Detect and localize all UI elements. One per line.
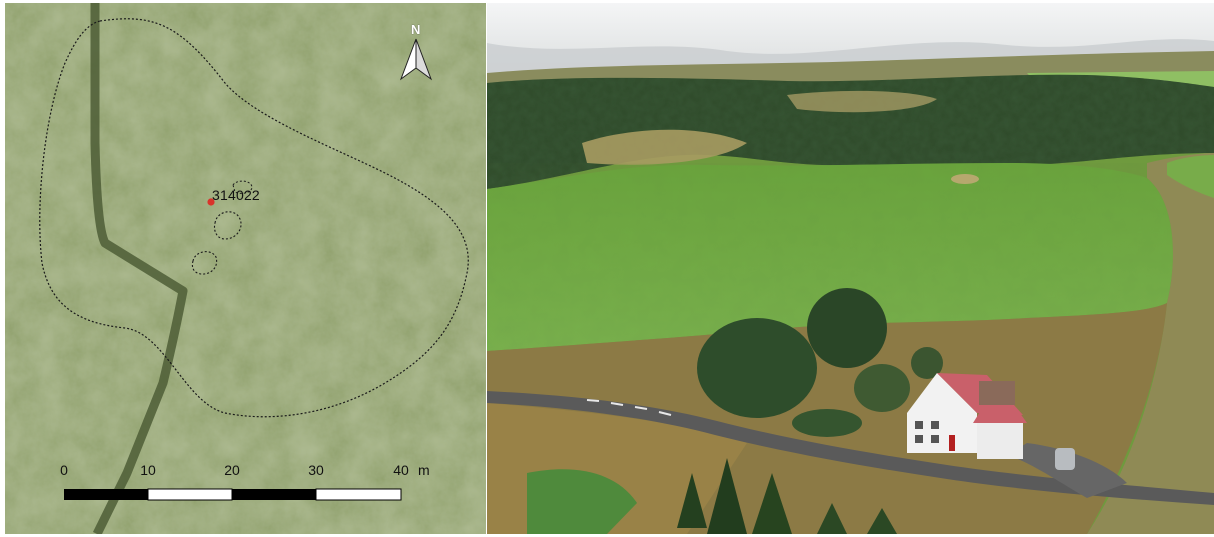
- driveway: [1007, 443, 1127, 498]
- feature-outline-2: [191, 251, 218, 275]
- hay-mound: [951, 174, 979, 184]
- forest-clearing-2: [787, 90, 937, 113]
- parked-car: [1055, 448, 1075, 470]
- tree-cluster: [697, 288, 943, 437]
- north-label: N: [411, 22, 421, 37]
- scale-unit: m: [418, 462, 430, 478]
- feature-outline-1: [213, 211, 242, 240]
- site-map-graphic: [5, 3, 486, 534]
- aerial-photo-panel: [487, 3, 1214, 534]
- scale-tick-20: 20: [224, 462, 240, 478]
- scale-tick-40: 40: [393, 462, 409, 478]
- drainage-ditch: [90, 3, 188, 534]
- green-patch: [527, 469, 637, 534]
- aerial-photo-graphic: [487, 3, 1214, 534]
- forest-clearing-1: [582, 129, 747, 165]
- site-marker: [207, 198, 215, 206]
- scale-bar: [64, 488, 402, 501]
- north-arrow-icon: [399, 38, 433, 81]
- scale-tick-10: 10: [140, 462, 156, 478]
- scale-tick-0: 0: [60, 462, 68, 478]
- site-boundary: [39, 18, 469, 418]
- site-map-panel: 314022 N 0 10 20 30 40 m: [5, 3, 486, 534]
- site-id-label: 314022: [212, 187, 260, 203]
- road: [487, 391, 1214, 505]
- foreground-spruces: [677, 458, 897, 534]
- road-markers: [586, 399, 672, 416]
- farmhouse: [907, 373, 1027, 459]
- right-pasture: [1167, 155, 1214, 198]
- right-margin-grassland: [1087, 153, 1214, 534]
- scale-tick-30: 30: [308, 462, 324, 478]
- forest-texture: [487, 74, 1214, 189]
- grass-grain: [5, 3, 486, 534]
